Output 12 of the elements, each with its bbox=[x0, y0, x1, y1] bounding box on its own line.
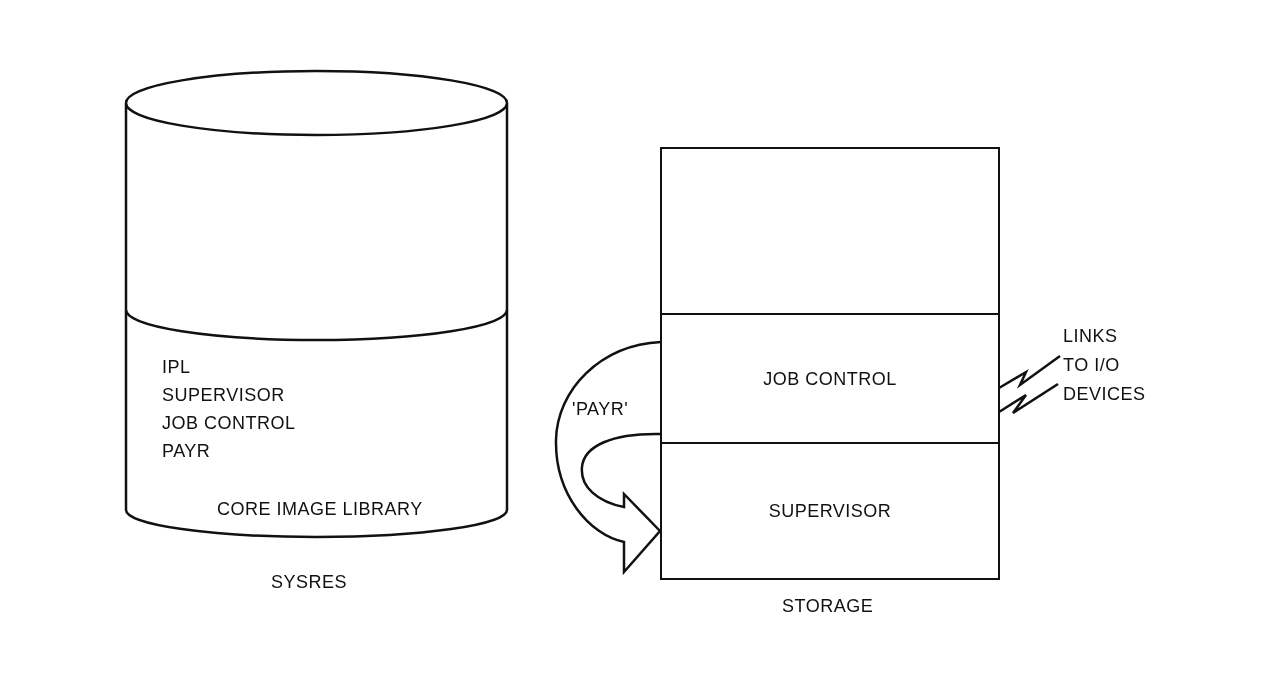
section-label: SUPERVISOR bbox=[768, 500, 892, 522]
device-caption: SYSRES bbox=[271, 573, 348, 591]
module-name: PAYR bbox=[162, 442, 211, 460]
edge-label: 'PAYR' bbox=[572, 400, 629, 418]
module-name: JOB CONTROL bbox=[162, 414, 296, 432]
section-label: JOB CONTROL bbox=[763, 368, 897, 390]
module-name: IPL bbox=[162, 358, 191, 376]
storage-caption: STORAGE bbox=[782, 597, 874, 615]
module-name: SUPERVISOR bbox=[162, 386, 285, 404]
link-label: LINKS TO I/O DEVICES bbox=[1063, 325, 1146, 406]
block-arrow bbox=[554, 340, 663, 574]
library-label: CORE IMAGE LIBRARY bbox=[217, 500, 423, 518]
